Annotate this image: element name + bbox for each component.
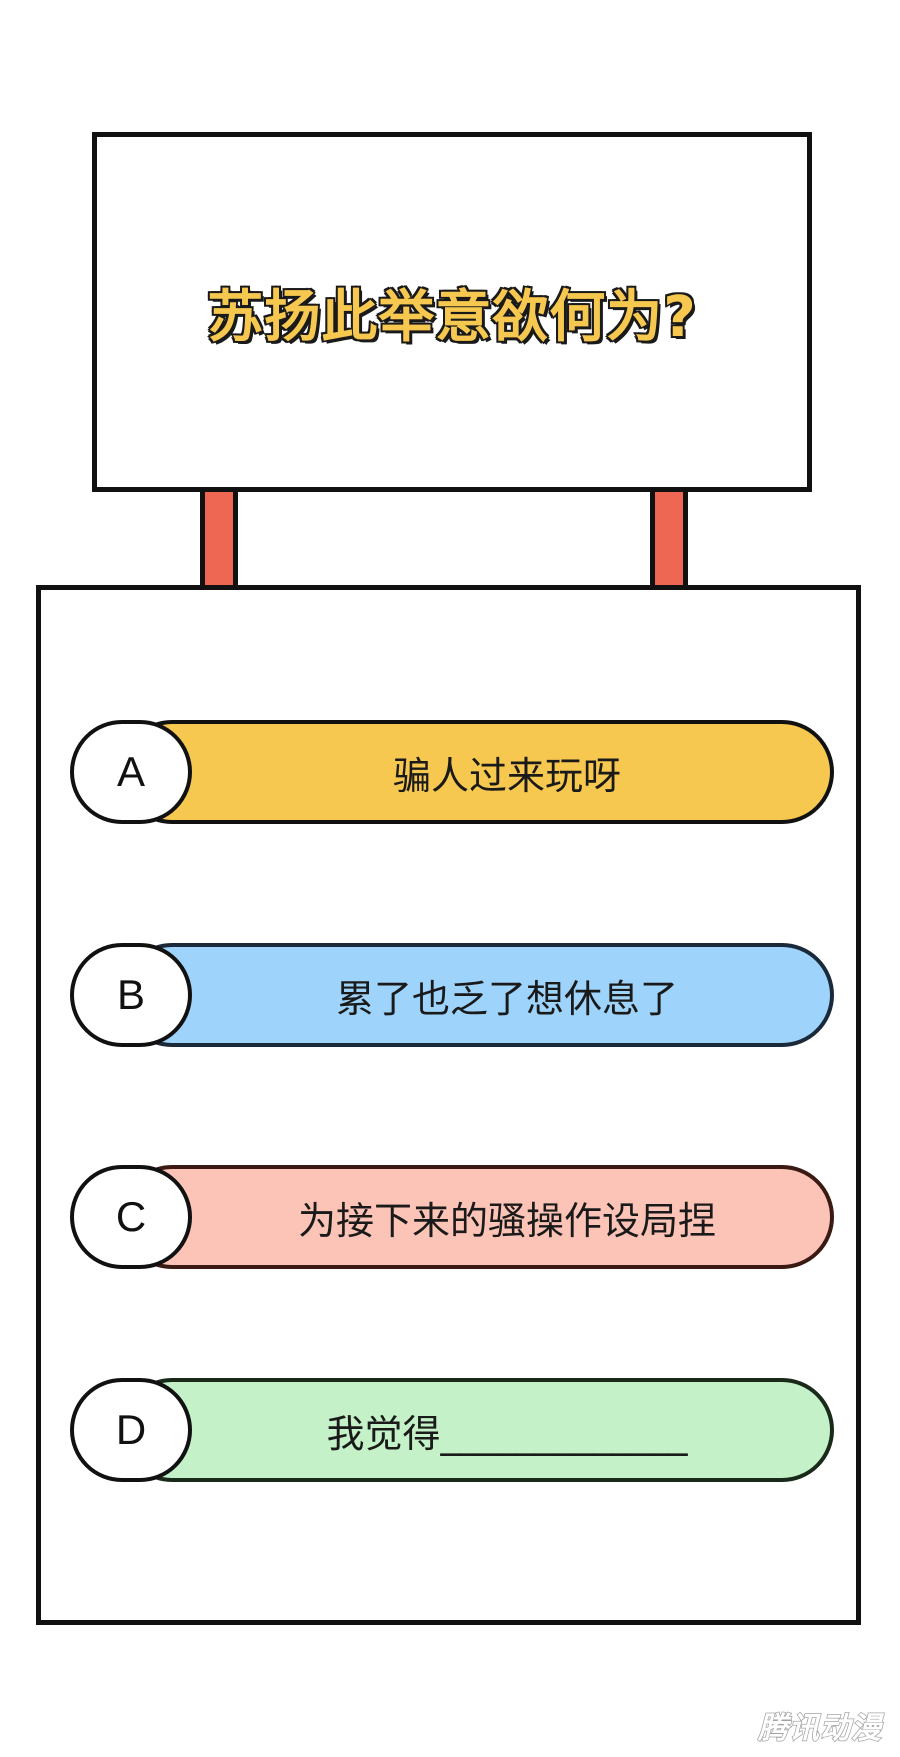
option-b[interactable]: 累了也乏了想休息了 B [70, 943, 834, 1047]
option-d[interactable]: 我觉得_____________ D [70, 1378, 834, 1482]
option-c-text: 为接下来的骚操作设局捏 [297, 1198, 716, 1243]
option-b-text: 累了也乏了想休息了 [335, 976, 678, 1021]
option-a-text: 骗人过来玩呀 [392, 753, 621, 798]
option-c-letter: C [115, 1193, 147, 1240]
sign-post-left [200, 492, 238, 588]
sign-post-right [650, 492, 688, 588]
option-a-letter: A [116, 748, 145, 795]
option-d-letter: D [115, 1406, 147, 1453]
option-b-letter: B [116, 971, 145, 1018]
option-a-badge: A [70, 720, 192, 824]
option-c-bar[interactable]: 为接下来的骚操作设局捏 [120, 1165, 834, 1269]
watermark-logo: 腾讯动漫 [757, 1710, 882, 1747]
option-b-bar[interactable]: 累了也乏了想休息了 [120, 943, 834, 1047]
option-d-text: 我觉得_____________ [326, 1411, 688, 1456]
option-a[interactable]: 骗人过来玩呀 A [70, 720, 834, 824]
option-a-bar[interactable]: 骗人过来玩呀 [120, 720, 834, 824]
option-d-bar[interactable]: 我觉得_____________ [120, 1378, 834, 1482]
option-c-badge: C [70, 1165, 192, 1269]
question-sign: 苏扬此举意欲何为? [92, 132, 812, 492]
option-c[interactable]: 为接下来的骚操作设局捏 C [70, 1165, 834, 1269]
question-title: 苏扬此举意欲何为? [206, 283, 697, 351]
option-b-badge: B [70, 943, 192, 1047]
option-d-badge: D [70, 1378, 192, 1482]
